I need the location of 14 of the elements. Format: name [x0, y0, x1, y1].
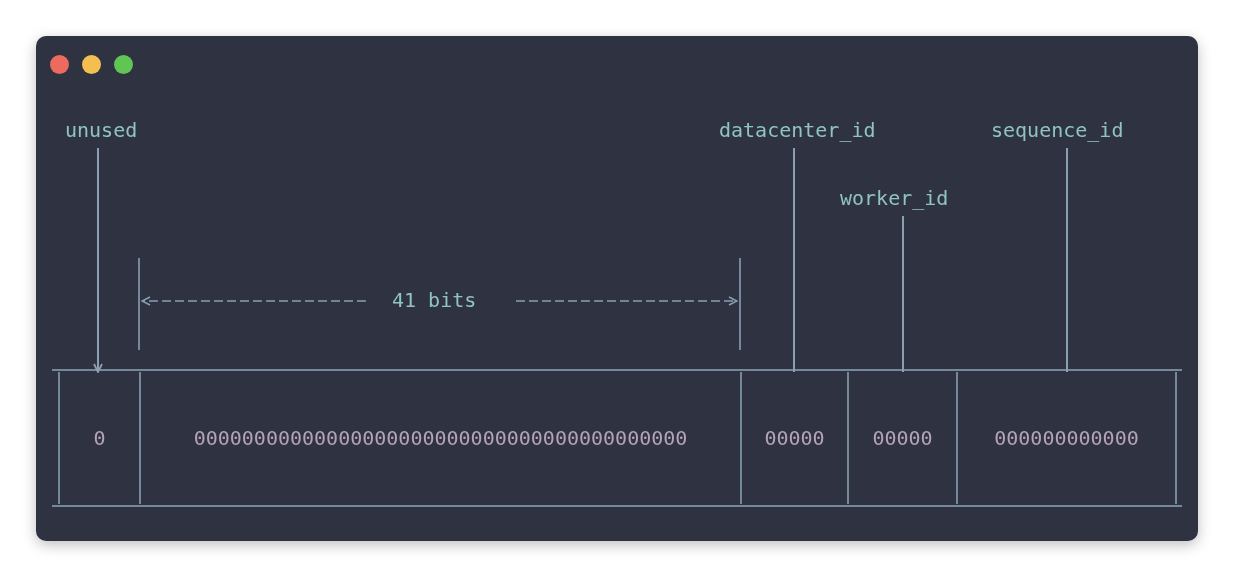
bit-field-cell: 0 — [58, 372, 141, 504]
bit-field-cell: 00000 — [740, 372, 849, 504]
leader-line — [93, 147, 103, 373]
field-name-label: sequence_id — [991, 118, 1124, 142]
leader-line — [902, 215, 904, 373]
bit-field-cell: 000000000000 — [956, 372, 1177, 504]
bit-field-cell: 00000 — [847, 372, 958, 504]
leader-line — [793, 147, 795, 373]
leader-line — [1066, 147, 1068, 373]
field-name-label: worker_id — [840, 186, 949, 210]
field-name-label: unused — [65, 118, 138, 142]
field-name-label: datacenter_id — [719, 118, 876, 142]
dimension-label: 41 bits — [392, 288, 477, 312]
bit-field-cell: 00000000000000000000000000000000000000000 — [139, 372, 742, 504]
